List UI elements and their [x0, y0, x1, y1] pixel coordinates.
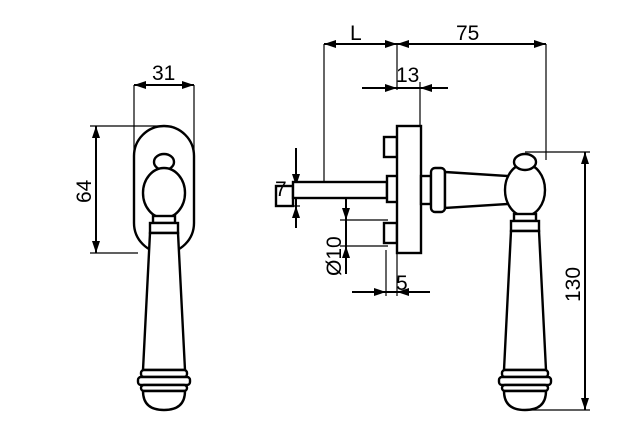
- front-lever-shaft: [141, 231, 187, 372]
- front-knob-ball: [141, 166, 187, 220]
- dim-label-diameter: Ø10: [323, 236, 346, 276]
- side-lever-end: [502, 389, 548, 412]
- dim-label-front-width: 31: [152, 62, 175, 85]
- dim-label-reach: 75: [456, 22, 479, 45]
- side-view: L 75 13 7 Ø10: [274, 22, 590, 412]
- side-lever-shaft: [502, 229, 548, 372]
- dim-label-length-L: L: [350, 22, 362, 45]
- dim-label-front-height: 64: [73, 179, 96, 203]
- front-lever-end: [141, 389, 187, 412]
- side-spindle: [291, 180, 389, 200]
- side-base-plate: [395, 124, 423, 255]
- side-lever-arm: [443, 170, 510, 210]
- side-knob-ball: [503, 162, 547, 218]
- dim-label-base: 5: [396, 272, 408, 295]
- dim-label-square: 7: [275, 178, 287, 201]
- dim-label-rose-width: 13: [396, 64, 419, 87]
- dim-label-total-height: 130: [562, 267, 585, 302]
- front-view: 31 64: [73, 62, 196, 412]
